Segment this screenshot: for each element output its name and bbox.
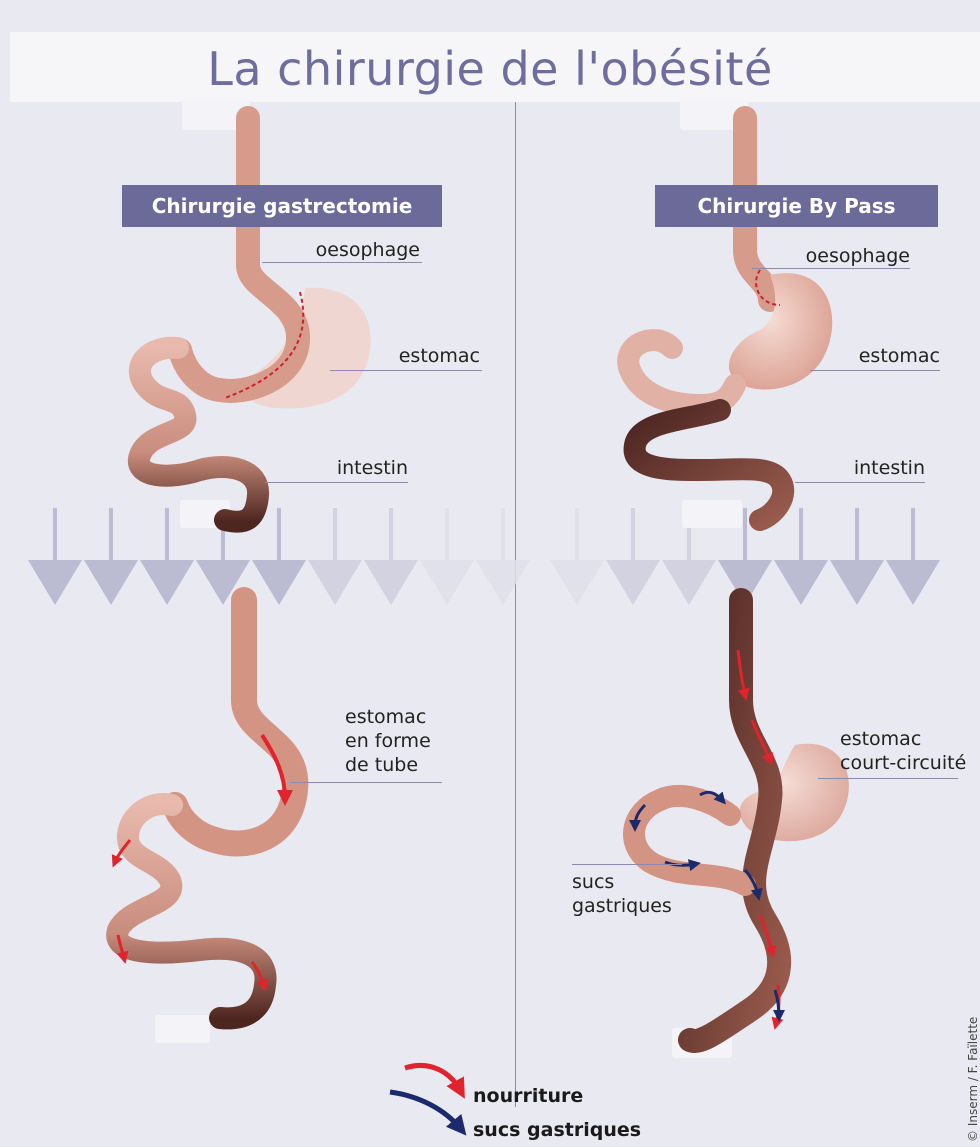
label-right-sucs: sucs gastriques bbox=[572, 870, 672, 918]
label-left-tube-line1: estomac bbox=[345, 705, 431, 729]
label-left-intestin: intestin bbox=[300, 456, 408, 480]
credit-text: © Inserm / F. Faïlette bbox=[966, 1017, 980, 1142]
leader-right-estomac bbox=[810, 370, 940, 371]
legend-juice: sucs gastriques bbox=[473, 1119, 641, 1141]
leader-right-sucs bbox=[572, 864, 682, 865]
left-bottom-anatomy bbox=[115, 600, 295, 1018]
leader-left-tube bbox=[290, 782, 442, 783]
transition-arrows bbox=[28, 508, 940, 605]
leader-left-oesophage bbox=[262, 262, 422, 263]
leader-left-estomac bbox=[330, 370, 482, 371]
label-right-sucs-line1: sucs bbox=[572, 870, 672, 894]
section-label-bypass: Chirurgie By Pass bbox=[655, 185, 938, 227]
right-top-anatomy bbox=[628, 118, 832, 520]
label-right-court-line1: estomac bbox=[840, 727, 966, 751]
label-left-estomac: estomac bbox=[370, 344, 480, 368]
label-right-estomac: estomac bbox=[820, 344, 940, 368]
section-label-gastrectomie: Chirurgie gastrectomie bbox=[122, 185, 442, 227]
label-left-tube-line2: en forme bbox=[345, 729, 431, 753]
label-right-sucs-line2: gastriques bbox=[572, 894, 672, 918]
label-left-tube: estomac en forme de tube bbox=[345, 705, 431, 777]
label-left-oesophage: oesophage bbox=[300, 238, 420, 262]
label-left-tube-line3: de tube bbox=[345, 753, 431, 777]
legend-food: nourriture bbox=[473, 1085, 583, 1107]
legend-arrows bbox=[390, 1065, 460, 1128]
label-right-oesophage: oesophage bbox=[790, 244, 910, 268]
label-right-intestin: intestin bbox=[820, 456, 925, 480]
leader-right-intestin bbox=[795, 482, 925, 483]
leader-left-intestin bbox=[265, 482, 408, 483]
right-bottom-anatomy bbox=[634, 600, 849, 1041]
leader-right-oesophage bbox=[752, 268, 910, 269]
label-right-court: estomac court-circuité bbox=[840, 727, 966, 775]
label-right-court-line2: court-circuité bbox=[840, 751, 966, 775]
leader-right-court bbox=[818, 778, 958, 779]
